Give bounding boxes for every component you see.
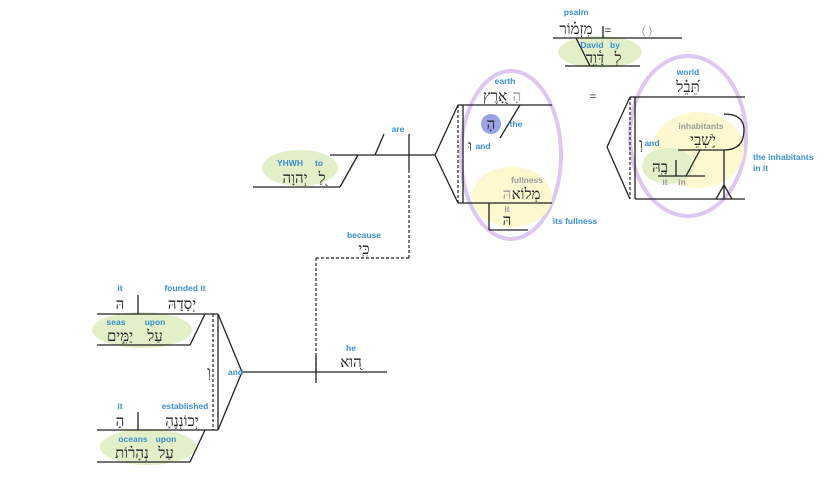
title-clause: psalm מִזְמ֗וֹר = ( ) David by דָּ֫וִ֥ד … xyxy=(553,7,682,67)
the-slant xyxy=(499,104,521,139)
the-gloss: the xyxy=(510,119,523,129)
earth-gloss: earth xyxy=(495,76,516,86)
world-word: תֵּ֝בֵ֗ל xyxy=(675,78,700,96)
it-word: הּ xyxy=(503,211,512,229)
empty-paren: ( ) xyxy=(642,25,652,37)
equals-world: = xyxy=(590,91,596,103)
in-it-word-it: בָֽהּ xyxy=(652,158,668,176)
upon1-word: עַל xyxy=(146,327,163,345)
because-word: כִּֽי xyxy=(358,240,369,258)
earth-article: הָ xyxy=(513,87,522,105)
to-gloss: to xyxy=(315,158,323,168)
its-fullness-gloss: its fullness xyxy=(553,216,598,226)
yhwh-word: יְהוָה xyxy=(282,169,307,187)
seas-word: יַמִּ֣ים xyxy=(107,327,133,345)
inhabitants-in-it-gloss-1: the inhabitants xyxy=(753,152,814,162)
it1-word: הּ xyxy=(116,295,125,313)
clause-two: he ה֭וּא וְ and it founded it הּ יְסָדָה… xyxy=(97,283,387,463)
david-word: דָּ֫וִ֥ד xyxy=(586,49,604,67)
david-modifier-slant xyxy=(575,37,591,67)
oceans-gloss: oceans xyxy=(118,434,148,444)
and2-word: וְ xyxy=(639,135,643,153)
fullness-word: מְלוֹא xyxy=(512,185,541,203)
psalm-word: מִזְמ֗וֹר xyxy=(559,20,592,38)
inhabitants-in-it-gloss-2: in it xyxy=(753,163,768,173)
earth-ring xyxy=(459,69,563,241)
world-ring xyxy=(628,54,748,218)
and2-gloss: and xyxy=(644,138,659,148)
upon1-gloss: upon xyxy=(145,317,166,327)
he-gloss: he xyxy=(346,343,356,353)
yhwh-slant xyxy=(339,154,359,188)
earth-word: אָ֭רֶץ xyxy=(483,87,509,105)
to-word: לַ֭ xyxy=(317,169,328,187)
it2-gloss-c2: it xyxy=(117,401,122,411)
because-gloss: because xyxy=(347,230,381,240)
fullness-suffix: הּ xyxy=(503,185,512,203)
it2-word-c2: הָ xyxy=(116,412,125,430)
yhwh-highlight xyxy=(262,150,338,186)
in-gloss: in xyxy=(678,177,686,187)
founded-word: יְסָדָהּ xyxy=(168,295,196,313)
by-gloss: by xyxy=(610,40,620,50)
upon2-word: עַל xyxy=(157,444,174,462)
in-it-slant xyxy=(685,149,701,177)
upon2-gloss: upon xyxy=(156,434,177,444)
it2-gloss: it xyxy=(662,177,667,187)
established-gloss: established xyxy=(162,401,209,411)
inhabitants-word: יֹ֣שְׁבֵי xyxy=(690,131,716,149)
established-word: יְכוֹנְנֶהָ xyxy=(165,412,199,430)
by-word: לְ xyxy=(613,49,621,67)
the-word: הָ xyxy=(487,115,496,133)
oceans-highlight xyxy=(100,429,196,465)
and-word: וּ xyxy=(467,137,472,155)
david-gloss: David xyxy=(580,40,603,50)
it1-gloss: it xyxy=(117,283,122,293)
inhabitants-gloss: inhabitants xyxy=(678,121,724,131)
it-gloss: it xyxy=(504,204,509,214)
the-article-circle xyxy=(481,114,501,134)
psalm-gloss: psalm xyxy=(564,7,589,17)
seas-gloss: seas xyxy=(107,317,126,327)
founded-gloss: founded it xyxy=(164,283,205,293)
and-gloss: and xyxy=(475,141,490,151)
world-gloss: world xyxy=(676,67,700,77)
and3-gloss: and xyxy=(228,367,243,377)
in-it-highlight xyxy=(642,148,694,184)
inhabitants-stand xyxy=(678,113,745,151)
he-word: ה֭וּא xyxy=(340,353,363,371)
oceans-word: נְהָר֗וֹת xyxy=(115,444,149,462)
clause-one: are YHWH to יְהוָה לַ֭ וּ and earth אָ֭ר… xyxy=(253,67,814,231)
are-slant xyxy=(374,133,385,156)
oceans-slant xyxy=(189,429,206,463)
seas-slant xyxy=(189,313,206,346)
because-connector: because כִּֽי xyxy=(315,170,410,372)
equals-sign: = xyxy=(605,25,611,37)
fullness-gloss: fullness xyxy=(511,175,543,185)
seas-highlight xyxy=(92,312,192,348)
are-gloss: are xyxy=(392,124,405,134)
fullness-highlight xyxy=(472,167,552,227)
and3-word: וְ xyxy=(207,363,211,381)
yhwh-gloss: YHWH xyxy=(277,158,303,168)
